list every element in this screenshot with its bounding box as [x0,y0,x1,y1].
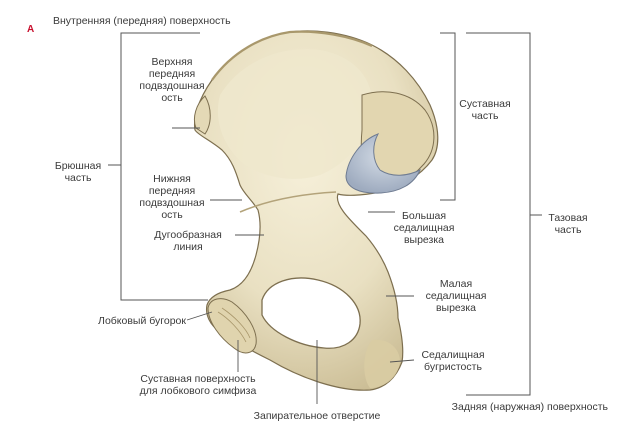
leader-pubic-tubercle [186,311,213,321]
iliac-crest [211,30,373,81]
label-asis: Верхняя передняя подвздошная ость [139,56,205,104]
panel-letter: A [27,24,35,35]
label-outer-surface: Задняя (наружная) поверхность [451,401,608,413]
label-pelvic-part: Тазовая часть [548,212,588,236]
asis-process [193,95,211,135]
obturator-foramen-hole [261,277,361,349]
symphyseal-surface [207,298,257,354]
label-arcuate-line: Дугообразная линия [154,229,222,253]
label-symphyseal-surface: Суставная поверхность для лобкового симф… [139,373,257,397]
label-pubic-tubercle: Лобковый бугорок [98,315,186,327]
label-articular-part: Суставная часть [459,98,511,122]
arcuate-ridge [239,191,337,213]
label-obturator-foramen: Запирательное отверстие [253,410,381,422]
bracket-pelvic [466,32,531,396]
bracket-abdominal [120,32,208,301]
label-greater-sciatic-notch: Большая седалищная вырезка [393,210,455,246]
leader-ischial [389,359,415,363]
label-lesser-sciatic-notch: Малая седалищная вырезка [425,278,487,314]
articular-cartilage [345,133,421,194]
label-abdominal-part: Брюшная часть [54,160,102,184]
label-aiis: Нижняя передняя подвздошная ость [139,173,205,221]
ischial-tuberosity-area [364,339,400,388]
iliac-fossa [217,49,373,179]
label-ischial-tuberosity: Седалищная бугристость [421,349,485,373]
label-inner-surface: Внутренняя (передняя) поверхность [53,15,231,27]
bracket-articular [440,32,456,201]
